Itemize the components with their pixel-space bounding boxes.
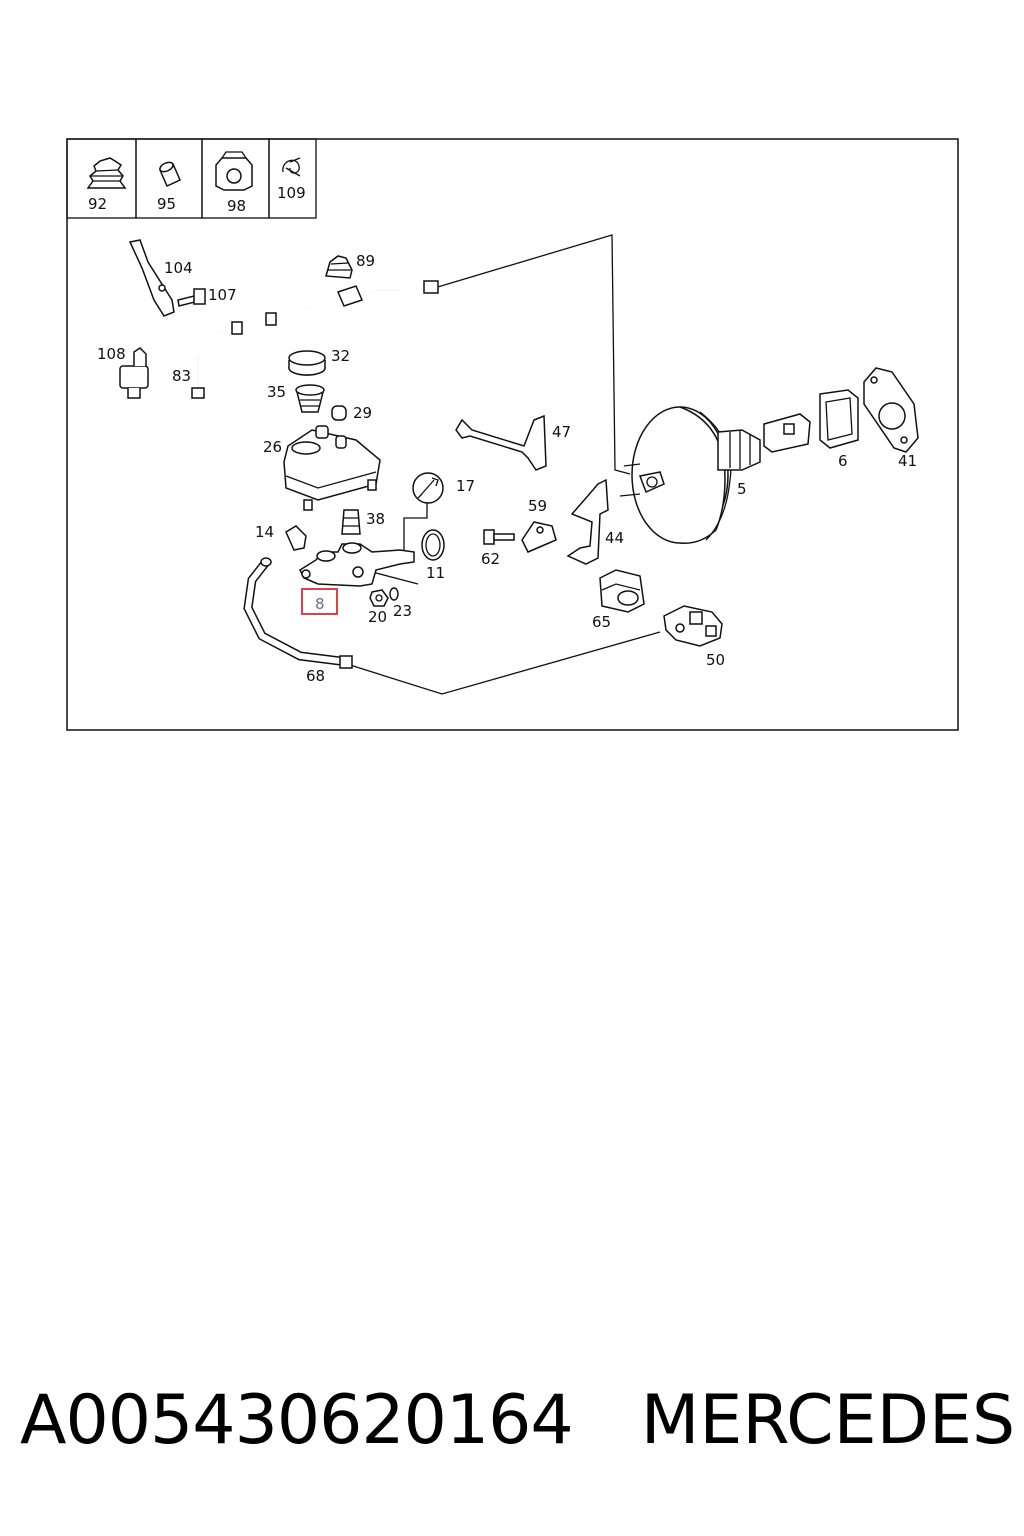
callout-26: 26 [263,438,282,456]
strainer-35 [295,384,325,413]
callout-107: 107 [208,286,237,304]
seal-ring-11 [421,529,445,561]
brake-booster-5 [619,406,811,544]
legend-box-95: 95 [135,138,203,219]
brand-name: MERCEDES [640,1380,1016,1460]
callout-35: 35 [267,383,286,401]
part-number: A005430620164 [20,1380,574,1460]
bracket-59 [521,521,557,553]
nut-20 [369,589,389,607]
bolt-107 [177,288,206,307]
hose-68 [243,557,353,669]
callout-8: 8 [315,595,325,613]
callout-11: 11 [426,564,445,582]
legend-box-109: 109 [268,138,317,219]
bolt-62 [483,529,515,545]
spring-clip-icon [282,157,301,177]
callout-59: 59 [528,497,547,515]
part-caption: A005430620164 MERCEDES [20,1375,1015,1465]
callout-68: 68 [306,667,325,685]
gasket-6 [819,389,859,449]
callout-62: 62 [481,550,500,568]
callout-14: 14 [255,523,274,541]
callout-47: 47 [552,423,571,441]
callout-29: 29 [353,404,372,422]
wrench-symbol-17 [412,472,444,504]
legend-label-98: 98 [227,197,246,215]
bushing-icon [159,161,181,188]
plug-29 [331,405,347,421]
callout-50: 50 [706,651,725,669]
clip-icon [215,151,253,191]
diagram-frame [66,138,959,731]
callout-38: 38 [366,510,385,528]
washer-23 [389,587,399,601]
callout-83: 83 [172,367,191,385]
callout-104: 104 [164,259,193,277]
bracket-104 [128,239,175,317]
gasket-41 [863,367,919,453]
callout-89: 89 [356,252,375,270]
master-cylinder-8 [299,542,415,587]
callout-44: 44 [605,529,624,547]
callout-65: 65 [592,613,611,631]
callout-5: 5 [737,480,747,498]
callout-23: 23 [393,602,412,620]
callout-32: 32 [331,347,350,365]
cap-14 [285,525,307,551]
legend-label-95: 95 [157,195,176,213]
bracket-44 [566,478,609,565]
callout-108: 108 [97,345,126,363]
parts-diagram: 92 95 98 109 104 [66,138,959,731]
sensor-valve-50 [663,605,723,647]
block-65 [599,569,645,613]
fitting-108 [119,347,149,399]
legend-box-92: 92 [66,138,137,219]
legend-label-109: 109 [277,184,306,202]
grommet-38 [341,509,361,535]
legend-box-98: 98 [201,138,270,219]
brake-line-83 [191,280,439,399]
highlight-box-8 [301,588,338,615]
bellows-boot-icon [86,157,127,189]
reservoir-26 [283,425,381,511]
leader-lines [349,234,661,695]
callout-41: 41 [898,452,917,470]
grommet-89 [325,255,353,279]
cap-32 [288,350,326,376]
callout-17: 17 [456,477,475,495]
callout-20: 20 [368,608,387,626]
bracket-47 [455,414,547,471]
legend-label-92: 92 [88,195,107,213]
callout-6: 6 [838,452,848,470]
